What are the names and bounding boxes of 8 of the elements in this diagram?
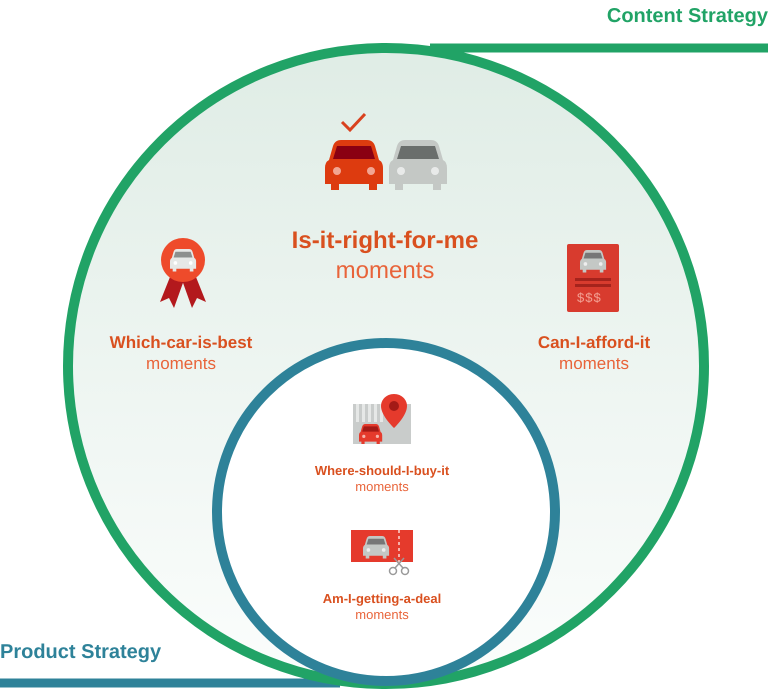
moment-label: Am-I-getting-a-deal moments xyxy=(322,591,442,624)
moment-label: Can-I-afford-it moments xyxy=(536,332,652,374)
circle-title: Product Strategy xyxy=(0,640,162,665)
circle-title: Content Strategy xyxy=(606,4,768,29)
price-symbols: $$$ xyxy=(577,290,602,305)
moment-label: Which-car-is-best moments xyxy=(108,332,254,374)
moment-label: Is-it-right-for-me moments xyxy=(290,226,480,286)
moment-label: Where-should-I-buy-it moments xyxy=(314,463,450,496)
